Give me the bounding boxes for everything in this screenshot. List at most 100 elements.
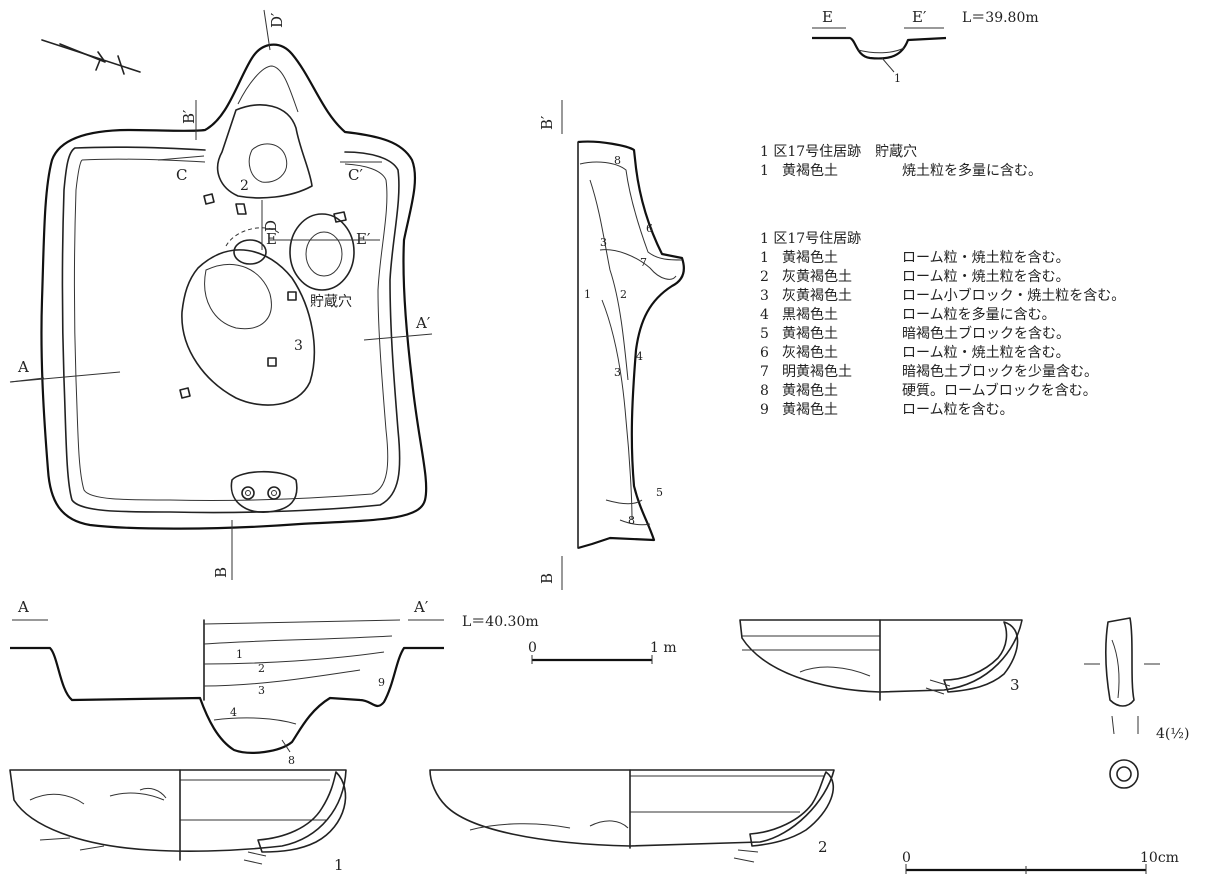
legend-storage-title: 1 区17号住居跡 貯蔵穴	[760, 144, 918, 160]
legend-row-description: ローム粒を含む。	[902, 402, 1014, 418]
legend-dwelling-row: 1 黄褐色土 ローム粒・焼土粒を含む。	[760, 249, 1125, 268]
artifact-1-drawing	[9, 769, 347, 865]
plan-feature-2: 2	[240, 178, 249, 194]
scale-10cm-zero: 0	[902, 850, 911, 866]
aa-layer-3: 3	[258, 684, 265, 697]
scale-1m-end: 1 m	[650, 640, 677, 656]
artifact-3-number: 3	[1010, 676, 1020, 694]
artifact-4-number: 4(½)	[1156, 726, 1189, 742]
legend-row-soil: 黄褐色土	[782, 163, 838, 179]
pit-3-outline	[181, 249, 316, 406]
bb-layer-8a: 8	[614, 154, 621, 167]
scale-bar-10cm	[905, 864, 1147, 874]
legend-row-soil: 灰黄褐色土	[782, 288, 852, 304]
section-label-b-prime: B′	[180, 109, 198, 124]
aa-layer-2: 2	[258, 662, 265, 675]
artifact-1-number: 1	[334, 856, 344, 874]
legend-dwelling-row: 3 灰黄褐色土 ローム小ブロック・焼土粒を含む。	[760, 287, 1125, 306]
legend-row-description: ローム粒・焼土粒を含む。	[902, 345, 1070, 361]
north-arrow	[41, 39, 141, 75]
legend-row-number: 8	[760, 383, 769, 399]
legend-row-description: ローム粒を多量に含む。	[902, 307, 1056, 323]
section-label-b-prime-2: B′	[538, 115, 556, 130]
legend-row-soil: 灰褐色土	[782, 345, 838, 361]
bb-layer-2: 2	[620, 288, 627, 301]
legend-dwelling-row: 8 黄褐色土 硬質。ロームブロックを含む。	[760, 382, 1125, 401]
bb-layer-3b: 3	[614, 366, 621, 379]
bb-layer-1: 1	[584, 288, 591, 301]
section-label-e-prime-plan: E′	[356, 230, 371, 248]
section-label-b-2: B	[538, 573, 556, 584]
legend-row-soil: 黒褐色土	[782, 307, 838, 323]
dwelling-plan	[40, 43, 428, 530]
legend-row-soil: 黄褐色土	[782, 326, 838, 342]
bb-layer-4: 4	[636, 350, 643, 363]
legend-storage-pit: 1 区17号住居跡 貯蔵穴 1 黄褐色土 焼土粒を多量に含む。	[760, 143, 1042, 181]
legend-dwelling-row: 7 明黄褐色土 暗褐色土ブロックを少量含む。	[760, 363, 1125, 382]
artifact-2-number: 2	[818, 838, 828, 856]
legend-dwelling-row: 6 灰褐色土 ローム粒・焼土粒を含む。	[760, 344, 1125, 363]
dwelling-outer-outline	[40, 43, 428, 530]
legend-row-number: 1	[760, 250, 769, 266]
section-label-b: B	[212, 567, 230, 578]
plan-section-lines	[9, 9, 433, 580]
aa-layer-4: 4	[230, 706, 237, 719]
legend-row-number: 7	[760, 364, 769, 380]
scale-bar-1m	[531, 655, 653, 664]
legend-row-soil: 黄褐色土	[782, 383, 838, 399]
section-label-d-prime: D′	[268, 12, 286, 28]
storage-pit-outline	[289, 213, 355, 291]
legend-row-description: 硬質。ロームブロックを含む。	[902, 383, 1097, 399]
level-aa: L＝40.30m	[462, 614, 539, 630]
section-e-e-prime	[812, 27, 947, 73]
scale-1m-zero: 0	[528, 640, 537, 656]
legend-row-soil: 明黄褐色土	[782, 364, 852, 380]
legend-dwelling-row: 2 灰黄褐色土 ローム粒・焼土粒を含む。	[760, 268, 1125, 287]
legend-dwelling-row: 4 黒褐色土 ローム粒を多量に含む。	[760, 306, 1125, 325]
legend-dwelling: 1 区17号住居跡 1 黄褐色土 ローム粒・焼土粒を含む。 2 灰黄褐色土 ロー…	[760, 230, 1125, 420]
artifact-2-drawing	[429, 769, 835, 863]
section-label-a-prime-2: A′	[413, 598, 429, 616]
legend-row-number: 3	[760, 288, 769, 304]
legend-row-soil: 黄褐色土	[782, 402, 838, 418]
artifact-3-drawing	[739, 619, 1023, 701]
bb-layer-7: 7	[640, 256, 647, 269]
legend-row-description: ローム粒・焼土粒を含む。	[902, 250, 1070, 266]
legend-row-description: 暗褐色土ブロックを少量含む。	[902, 364, 1098, 380]
section-label-d: D	[262, 220, 280, 232]
legend-row-description: ローム小ブロック・焼土粒を含む。	[902, 288, 1126, 304]
section-label-e-prime: E′	[912, 8, 927, 26]
ee-layer-1: 1	[894, 72, 901, 85]
section-label-c: C	[176, 166, 187, 184]
section-label-a: A	[17, 358, 29, 376]
aa-layer-8: 8	[288, 754, 295, 767]
section-label-e-plan: E	[266, 230, 277, 248]
bb-layer-8b: 8	[628, 514, 635, 527]
legend-dwelling-row: 5 黄褐色土 暗褐色土ブロックを含む。	[760, 325, 1125, 344]
legend-row-description: ローム粒・焼土粒を含む。	[902, 269, 1070, 285]
legend-row-number: 5	[760, 326, 769, 342]
level-ee: L＝39.80m	[962, 10, 1039, 26]
legend-row-description: 焼土粒を多量に含む。	[902, 163, 1042, 179]
section-label-e: E	[822, 8, 833, 26]
section-a-a-prime	[10, 619, 444, 754]
bb-layer-3a: 3	[600, 236, 607, 249]
bb-layer-5: 5	[656, 486, 663, 499]
plan-feature-3: 3	[294, 338, 303, 354]
legend-row-number: 1	[760, 163, 769, 179]
section-label-a-2: A	[17, 598, 29, 616]
legend-row-soil: 黄褐色土	[782, 250, 838, 266]
dwelling-inner-outline	[61, 146, 401, 514]
scale-10cm-end: 10cm	[1140, 850, 1179, 866]
storage-pit-label: 貯蔵穴	[310, 294, 352, 310]
artifact-4-drawing	[1084, 617, 1160, 789]
aa-layer-9: 9	[378, 676, 385, 689]
aa-layer-1: 1	[236, 648, 243, 661]
legend-row-number: 2	[760, 269, 769, 285]
legend-row-number: 6	[760, 345, 769, 361]
bb-layer-6: 6	[646, 222, 653, 235]
section-b-b-prime	[561, 100, 685, 590]
legend-dwelling-row: 9 黄褐色土 ローム粒を含む。	[760, 401, 1125, 420]
